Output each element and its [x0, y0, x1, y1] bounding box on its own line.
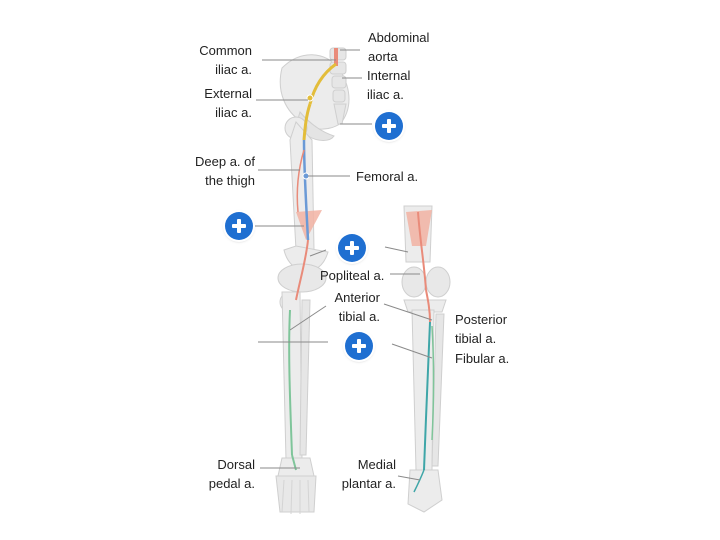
plus-icon[interactable] — [225, 212, 253, 240]
thigh-muscle — [296, 210, 322, 240]
label-fibular: Fibular a. — [455, 351, 510, 366]
arteries-anterior — [288, 48, 338, 471]
label-popliteal: Popliteal a. — [320, 268, 385, 283]
tibia-fibula-bones — [281, 291, 311, 461]
label-femoral: Femoral a. — [356, 169, 419, 184]
plus-icon[interactable] — [345, 332, 373, 360]
plus-icon[interactable] — [375, 112, 403, 140]
leader-lines — [254, 49, 433, 481]
arteries-posterior — [413, 211, 435, 493]
posterior-foot — [407, 469, 443, 513]
plus-icon[interactable] — [338, 234, 366, 262]
posterior-knee — [401, 266, 451, 313]
